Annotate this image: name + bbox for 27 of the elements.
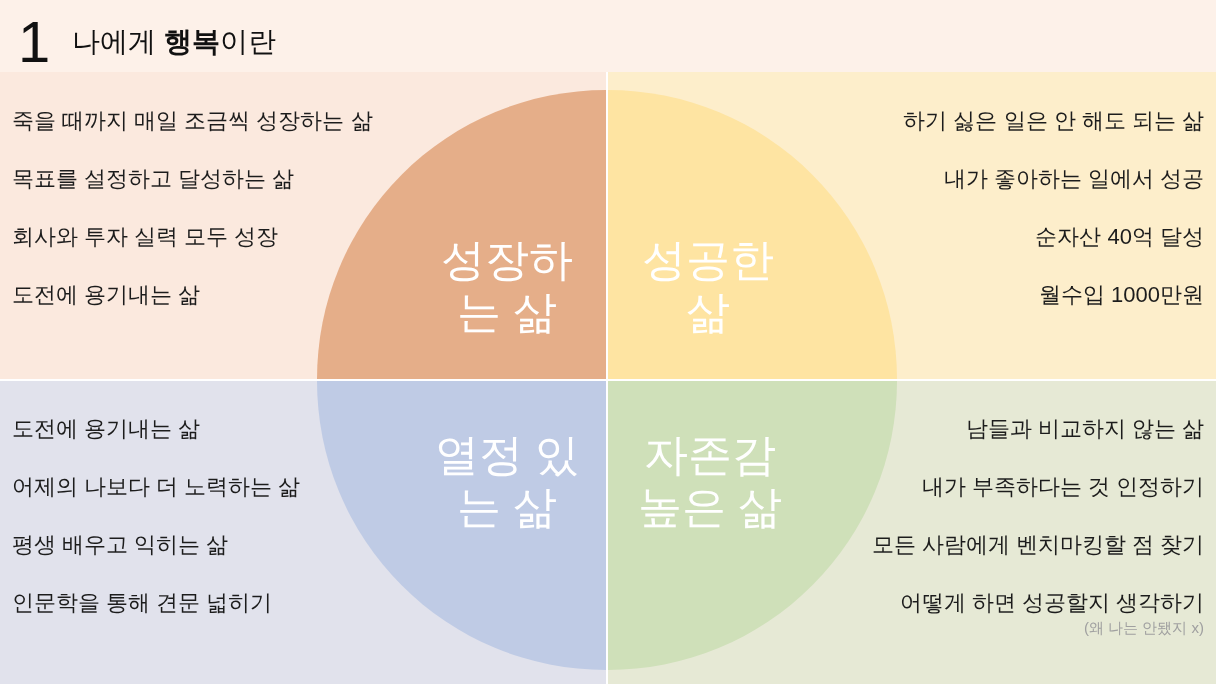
segment-title: 성공한 삶 bbox=[641, 234, 775, 338]
segment-title: 자존감 높은 삶 bbox=[636, 429, 784, 533]
list-item: 어떻게 하면 성공할지 생각하기 bbox=[899, 589, 1204, 617]
list-item: 도전에 용기내는 삶 bbox=[12, 281, 201, 309]
list-item: 평생 배우고 익히는 삶 bbox=[12, 531, 229, 559]
list-item: 모든 사람에게 벤치마킹할 점 찾기 bbox=[871, 531, 1204, 559]
list-item: 월수입 1000만원 bbox=[1038, 281, 1204, 309]
quadrant-panel bbox=[0, 72, 606, 379]
page-title: 나에게 행복이란 bbox=[72, 25, 276, 59]
list-item: 하기 싫은 일은 안 해도 되는 삶 bbox=[903, 107, 1204, 135]
quadrant-panel bbox=[608, 72, 1216, 379]
side-note: (왜 나는 안됐지 x) bbox=[1084, 619, 1204, 637]
list-item: 회사와 투자 실력 모두 성장 bbox=[12, 223, 279, 251]
section-number: 1 bbox=[18, 12, 51, 72]
list-item: 내가 좋아하는 일에서 성공 bbox=[943, 165, 1204, 193]
list-item: 남들과 비교하지 않는 삶 bbox=[965, 415, 1204, 443]
segment-title: 열정 있는 삶 bbox=[433, 429, 581, 533]
quadrant-panel bbox=[0, 381, 606, 684]
list-item: 인문학을 통해 견문 넓히기 bbox=[12, 589, 273, 617]
segment-title: 성장하는 삶 bbox=[440, 234, 574, 338]
list-item: 어제의 나보다 더 노력하는 삶 bbox=[12, 473, 301, 501]
list-item: 순자산 40억 달성 bbox=[1035, 223, 1204, 251]
list-item: 내가 부족하다는 것 인정하기 bbox=[921, 473, 1204, 501]
list-item: 죽을 때까지 매일 조금씩 성장하는 삶 bbox=[12, 107, 373, 135]
list-item: 목표를 설정하고 달성하는 삶 bbox=[12, 165, 295, 193]
list-item: 도전에 용기내는 삶 bbox=[12, 415, 201, 443]
quadrant-panel bbox=[608, 381, 1216, 684]
